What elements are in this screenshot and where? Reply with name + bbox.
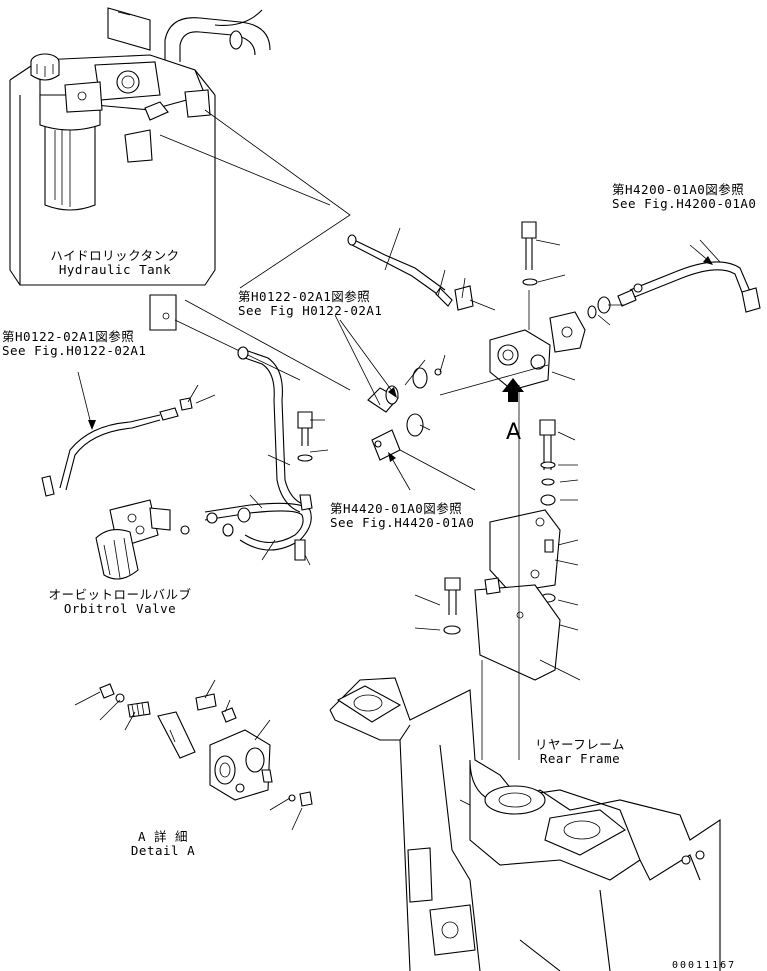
ref-h0122-mid: 第H0122-02A1図参照 See Fig H0122-02A1 — [238, 290, 382, 318]
leader-lines — [187, 227, 721, 566]
right-hose — [617, 261, 761, 313]
view-marker-a: A — [506, 420, 522, 445]
reference-arrows — [77, 244, 713, 491]
ref-h4420-en: See Fig.H4420-01A0 — [330, 515, 475, 530]
ref-h0122-left: 第H0122-02A1図参照 See Fig.H0122-02A1 — [2, 330, 146, 358]
rear-frame-label: リヤーフレーム Rear Frame — [525, 738, 635, 766]
ref-h4200-jp: 第H4200-01A0図参照 — [612, 182, 745, 197]
hoses — [41, 234, 453, 561]
ref-h0122-left-en: See Fig.H0122-02A1 — [2, 343, 147, 358]
rear-frame-label-en: Rear Frame — [539, 751, 621, 766]
orbitrol-valve-label-en: Orbitrol Valve — [63, 601, 177, 616]
ref-h0122-mid-en: See Fig H0122-02A1 — [238, 303, 383, 318]
orbitrol-valve-label: オービットロールバルブ Orbitrol Valve — [35, 588, 205, 616]
hydraulic-tank-label: ハイドロリックタンク Hydraulic Tank — [30, 249, 200, 277]
ref-h4200-en: See Fig.H4200-01A0 — [612, 196, 757, 211]
ref-h0122-left-jp: 第H0122-02A1図参照 — [2, 329, 135, 344]
tank-leader-lines — [159, 109, 351, 391]
ref-h4420-jp: 第H4420-01A0図参照 — [330, 501, 463, 516]
hydraulic-tank-label-jp: ハイドロリックタンク — [50, 248, 180, 263]
orbitrol-valve-label-jp: オービットロールバルブ — [48, 587, 192, 602]
hydraulic-tank — [9, 7, 271, 331]
orbitrol-valve — [95, 499, 218, 580]
ref-h4200: 第H4200-01A0図参照 See Fig.H4200-01A0 — [612, 183, 756, 211]
view-arrow-icon — [502, 378, 524, 402]
hydraulic-tank-label-en: Hydraulic Tank — [58, 262, 172, 277]
swivel-block — [454, 221, 611, 391]
detail-a-label-jp: A 詳 細 — [137, 829, 189, 844]
ref-h0122-mid-jp: 第H0122-02A1図参照 — [238, 289, 371, 304]
detail-a-label: A 詳 細 Detail A — [118, 830, 208, 858]
ref-h4420: 第H4420-01A0図参照 See Fig.H4420-01A0 — [330, 502, 474, 530]
document-number: 00011167 — [672, 960, 737, 971]
detail-a-label-en: Detail A — [130, 843, 196, 858]
rear-frame — [329, 677, 721, 971]
lower-bracket-stack — [414, 385, 581, 760]
middle-fittings — [297, 367, 442, 462]
rear-frame-label-jp: リヤーフレーム — [535, 737, 625, 752]
detail-a-parts — [74, 679, 313, 831]
